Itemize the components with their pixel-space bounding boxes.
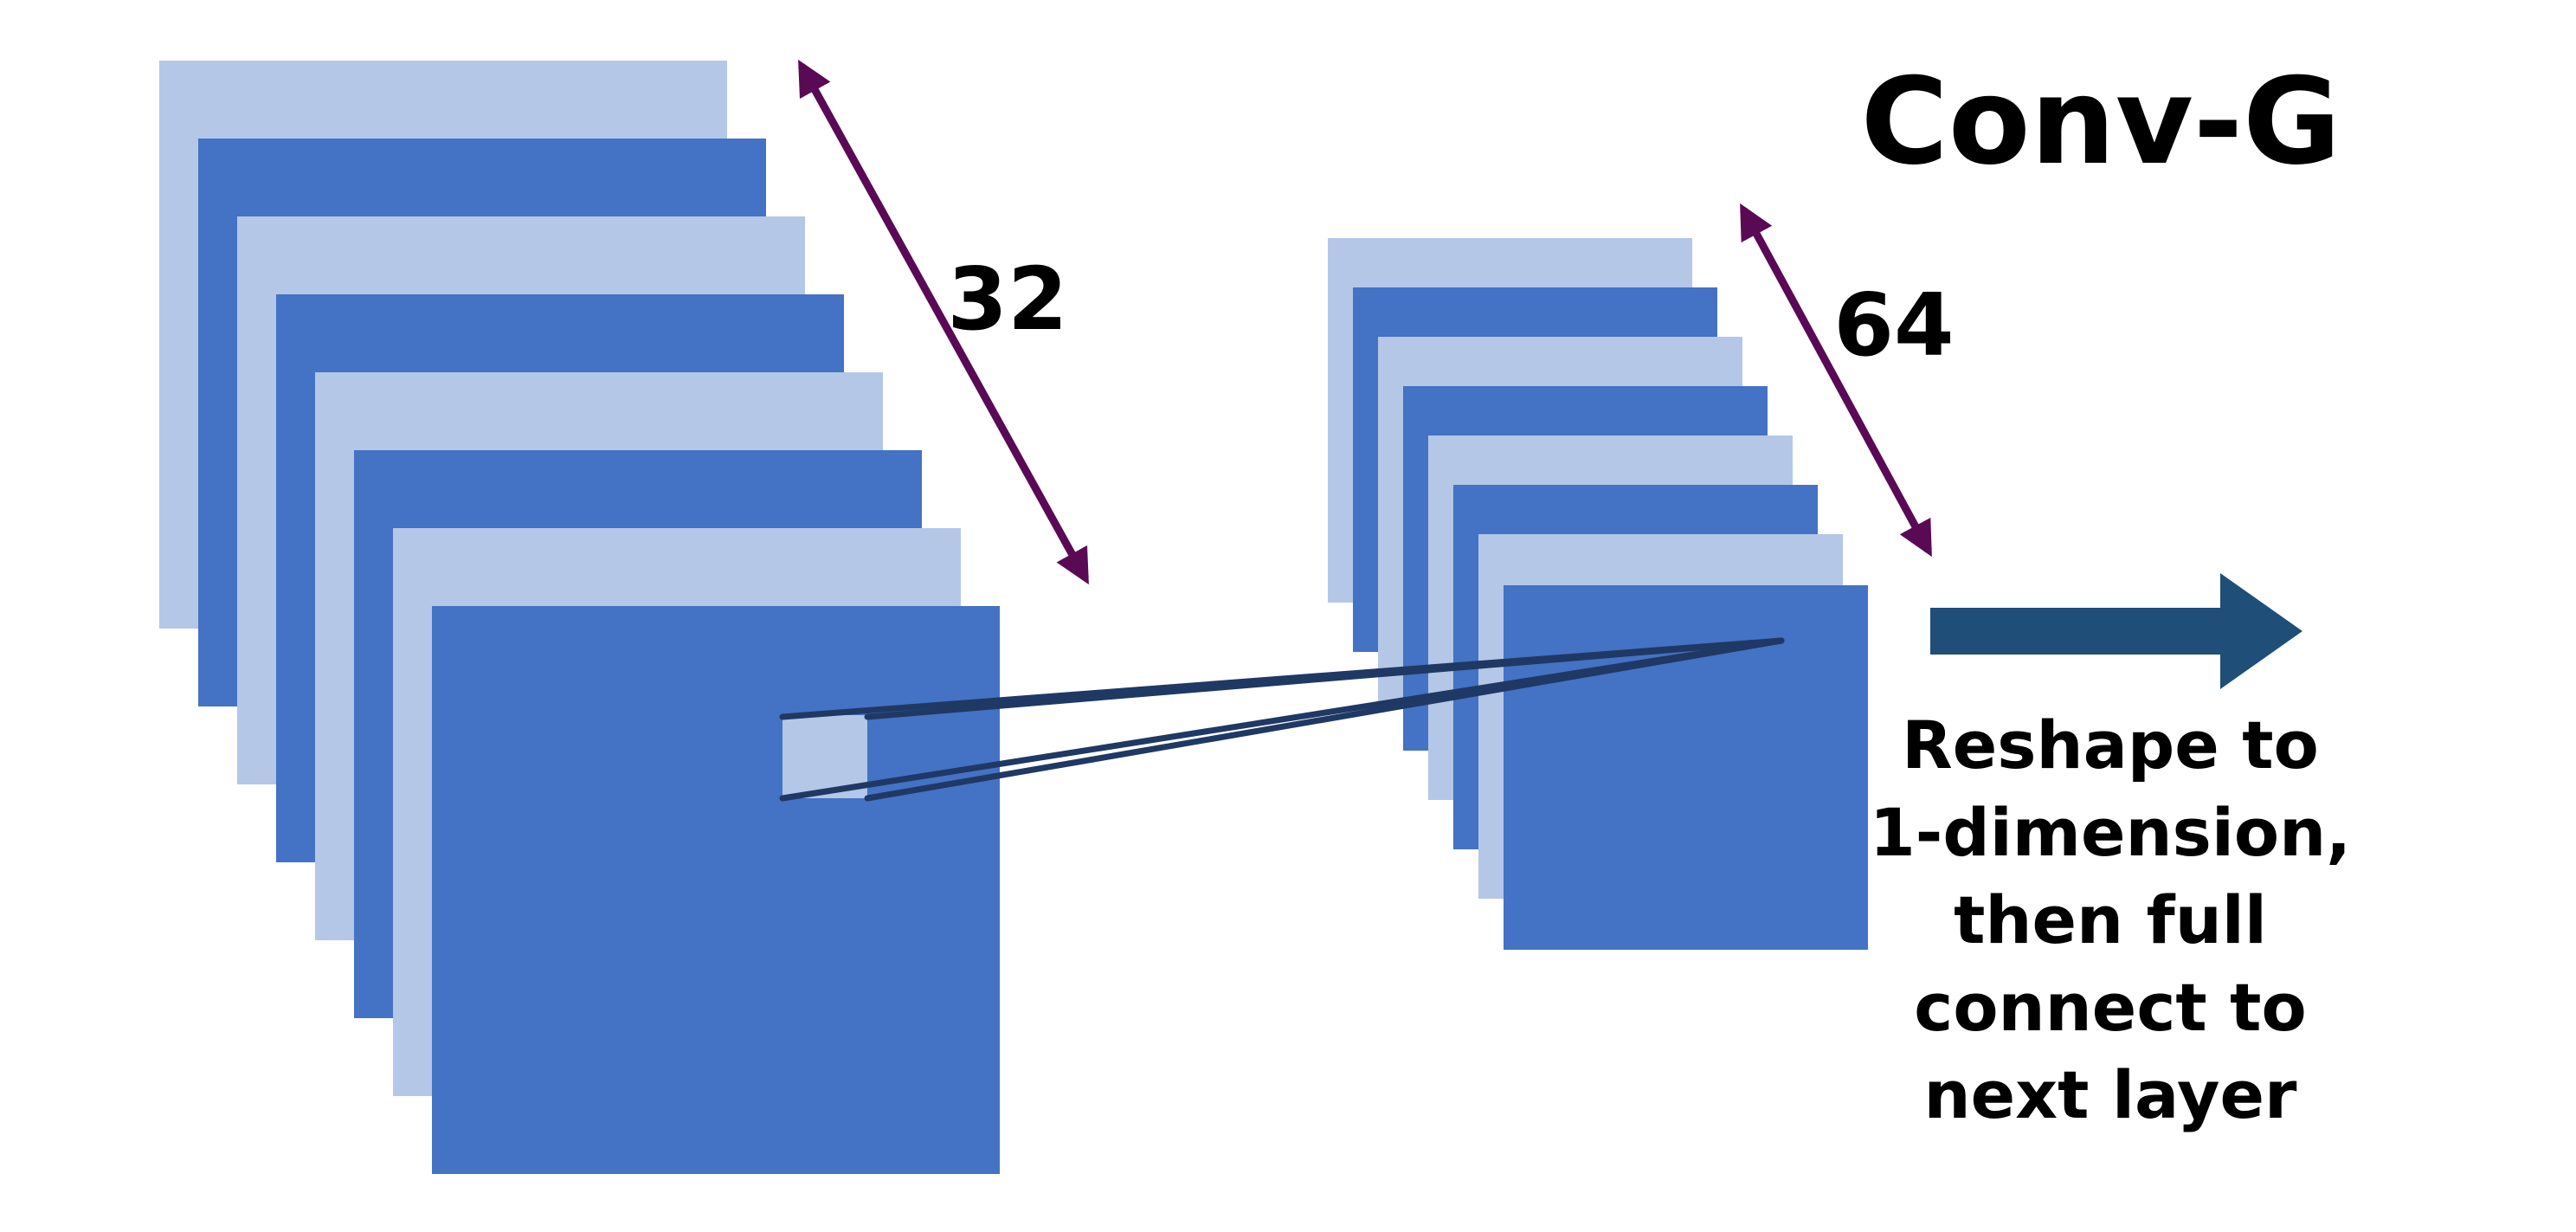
layer2-depth-arrow	[1740, 203, 1932, 558]
caption-line-5: next layer	[1923, 1056, 2297, 1133]
reshape-caption: Reshape to 1-dimension, then full connec…	[1870, 706, 2351, 1133]
output-arrow-icon	[1930, 573, 2302, 689]
layer2-feature-map-stack	[1328, 238, 1868, 950]
connection-line-top-b	[864, 637, 1785, 720]
caption-line-2: 1-dimension,	[1870, 794, 2351, 871]
layer2-map-8	[1504, 585, 1868, 950]
connection-line-bottom-b	[864, 637, 1785, 802]
caption-line-3: then full	[1954, 881, 2267, 958]
caption-line-4: connect to	[1914, 969, 2306, 1046]
layer1-map-8	[432, 606, 1000, 1174]
layer1-depth-arrow	[798, 59, 1089, 585]
layer1-feature-map-stack	[159, 61, 1000, 1174]
caption-line-1: Reshape to	[1902, 706, 2319, 784]
diagram-title: Conv-G	[1861, 52, 2341, 191]
layer2-depth-label: 64	[1833, 274, 1954, 376]
layer1-depth-label: 32	[947, 248, 1067, 350]
convolution-connection-lines	[779, 637, 1785, 802]
